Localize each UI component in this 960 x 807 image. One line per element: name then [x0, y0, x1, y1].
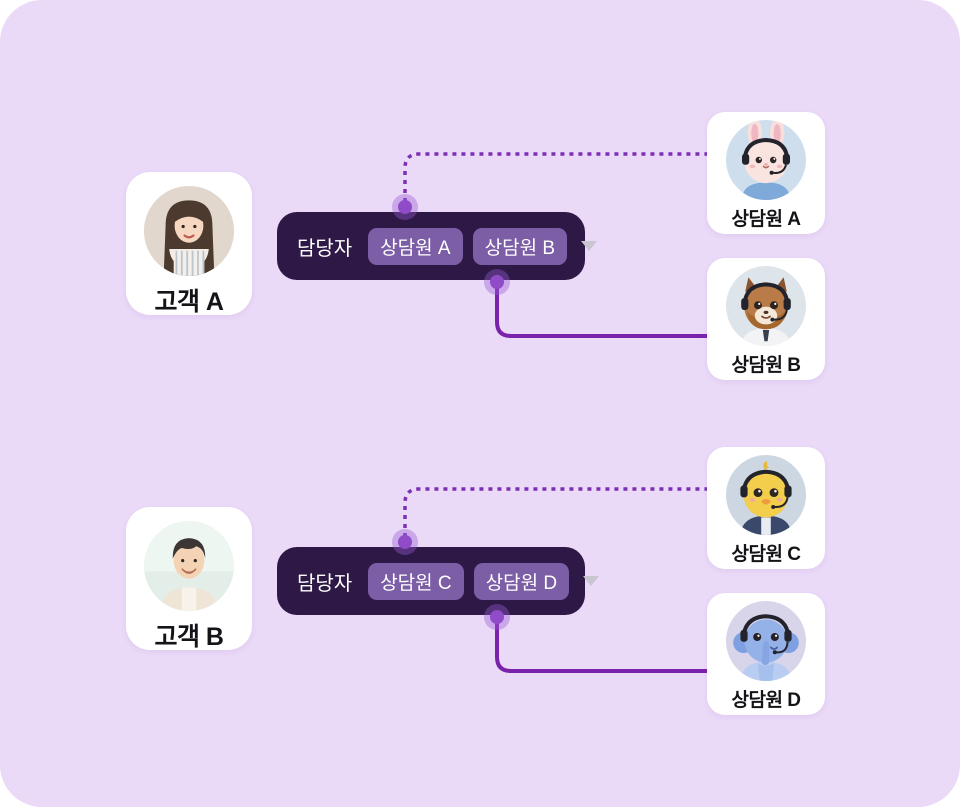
- assignee-tag-agent-c[interactable]: 상담원 C: [368, 562, 464, 600]
- agent-a-label: 상담원 A: [731, 209, 801, 230]
- assignee-tag-agent-a[interactable]: 상담원 A: [368, 227, 463, 265]
- customer-b-label: 고객 B: [154, 623, 224, 651]
- assignee-dropdown-1[interactable]: 담당자 상담원 A 상담원 B: [277, 212, 598, 280]
- elephant-headset-icon: [726, 601, 806, 681]
- agent-d-avatar: [726, 601, 806, 681]
- solid-link-customerB-agentD: [495, 622, 708, 673]
- agent-b-label: 상담원 B: [731, 355, 801, 376]
- agent-b-avatar: [726, 266, 806, 346]
- dot-connector-top-1: [392, 194, 418, 220]
- rabbit-headset-icon: [726, 120, 806, 200]
- assignee-dropdown-2[interactable]: 담당자 상담원 C 상담원 D: [277, 547, 600, 615]
- customer-a-card: 고객 A: [126, 172, 252, 316]
- customer-b-card: 고객 B: [126, 507, 252, 651]
- customer-a-avatar: [144, 186, 234, 276]
- agent-a-avatar: [726, 120, 806, 200]
- dot-connector-top-2: [392, 529, 418, 555]
- agent-c-avatar: [726, 455, 806, 535]
- agent-b-card: 상담원 B: [707, 258, 825, 380]
- agent-a-card: 상담원 A: [707, 112, 825, 234]
- customer-a-label: 고객 A: [154, 288, 224, 316]
- solid-link-customerA-agentB: [495, 287, 708, 338]
- man-photo-icon: [144, 521, 234, 611]
- squirrel-headset-icon: [726, 266, 806, 346]
- agent-c-label: 상담원 C: [731, 544, 801, 565]
- agent-c-card: 상담원 C: [707, 447, 825, 569]
- dot-connector-bottom-1: [484, 269, 510, 295]
- agent-d-label: 상담원 D: [731, 690, 801, 711]
- dotted-link-customerA-agentA: [403, 152, 708, 202]
- assignee-tag-agent-b[interactable]: 상담원 B: [472, 227, 568, 265]
- woman-photo-icon: [144, 186, 234, 276]
- triangle-down-icon[interactable]: [583, 576, 600, 586]
- chick-headset-icon: [726, 455, 806, 535]
- dot-connector-bottom-2: [484, 604, 510, 630]
- triangle-down-icon[interactable]: [581, 241, 598, 251]
- customer-b-avatar: [144, 521, 234, 611]
- agent-d-card: 상담원 D: [707, 593, 825, 715]
- assignee-field-label: 담당자: [297, 572, 353, 595]
- assignee-field-label: 담당자: [297, 237, 353, 260]
- dotted-link-customerB-agentC: [403, 487, 708, 537]
- assignee-tag-agent-d[interactable]: 상담원 D: [473, 562, 570, 600]
